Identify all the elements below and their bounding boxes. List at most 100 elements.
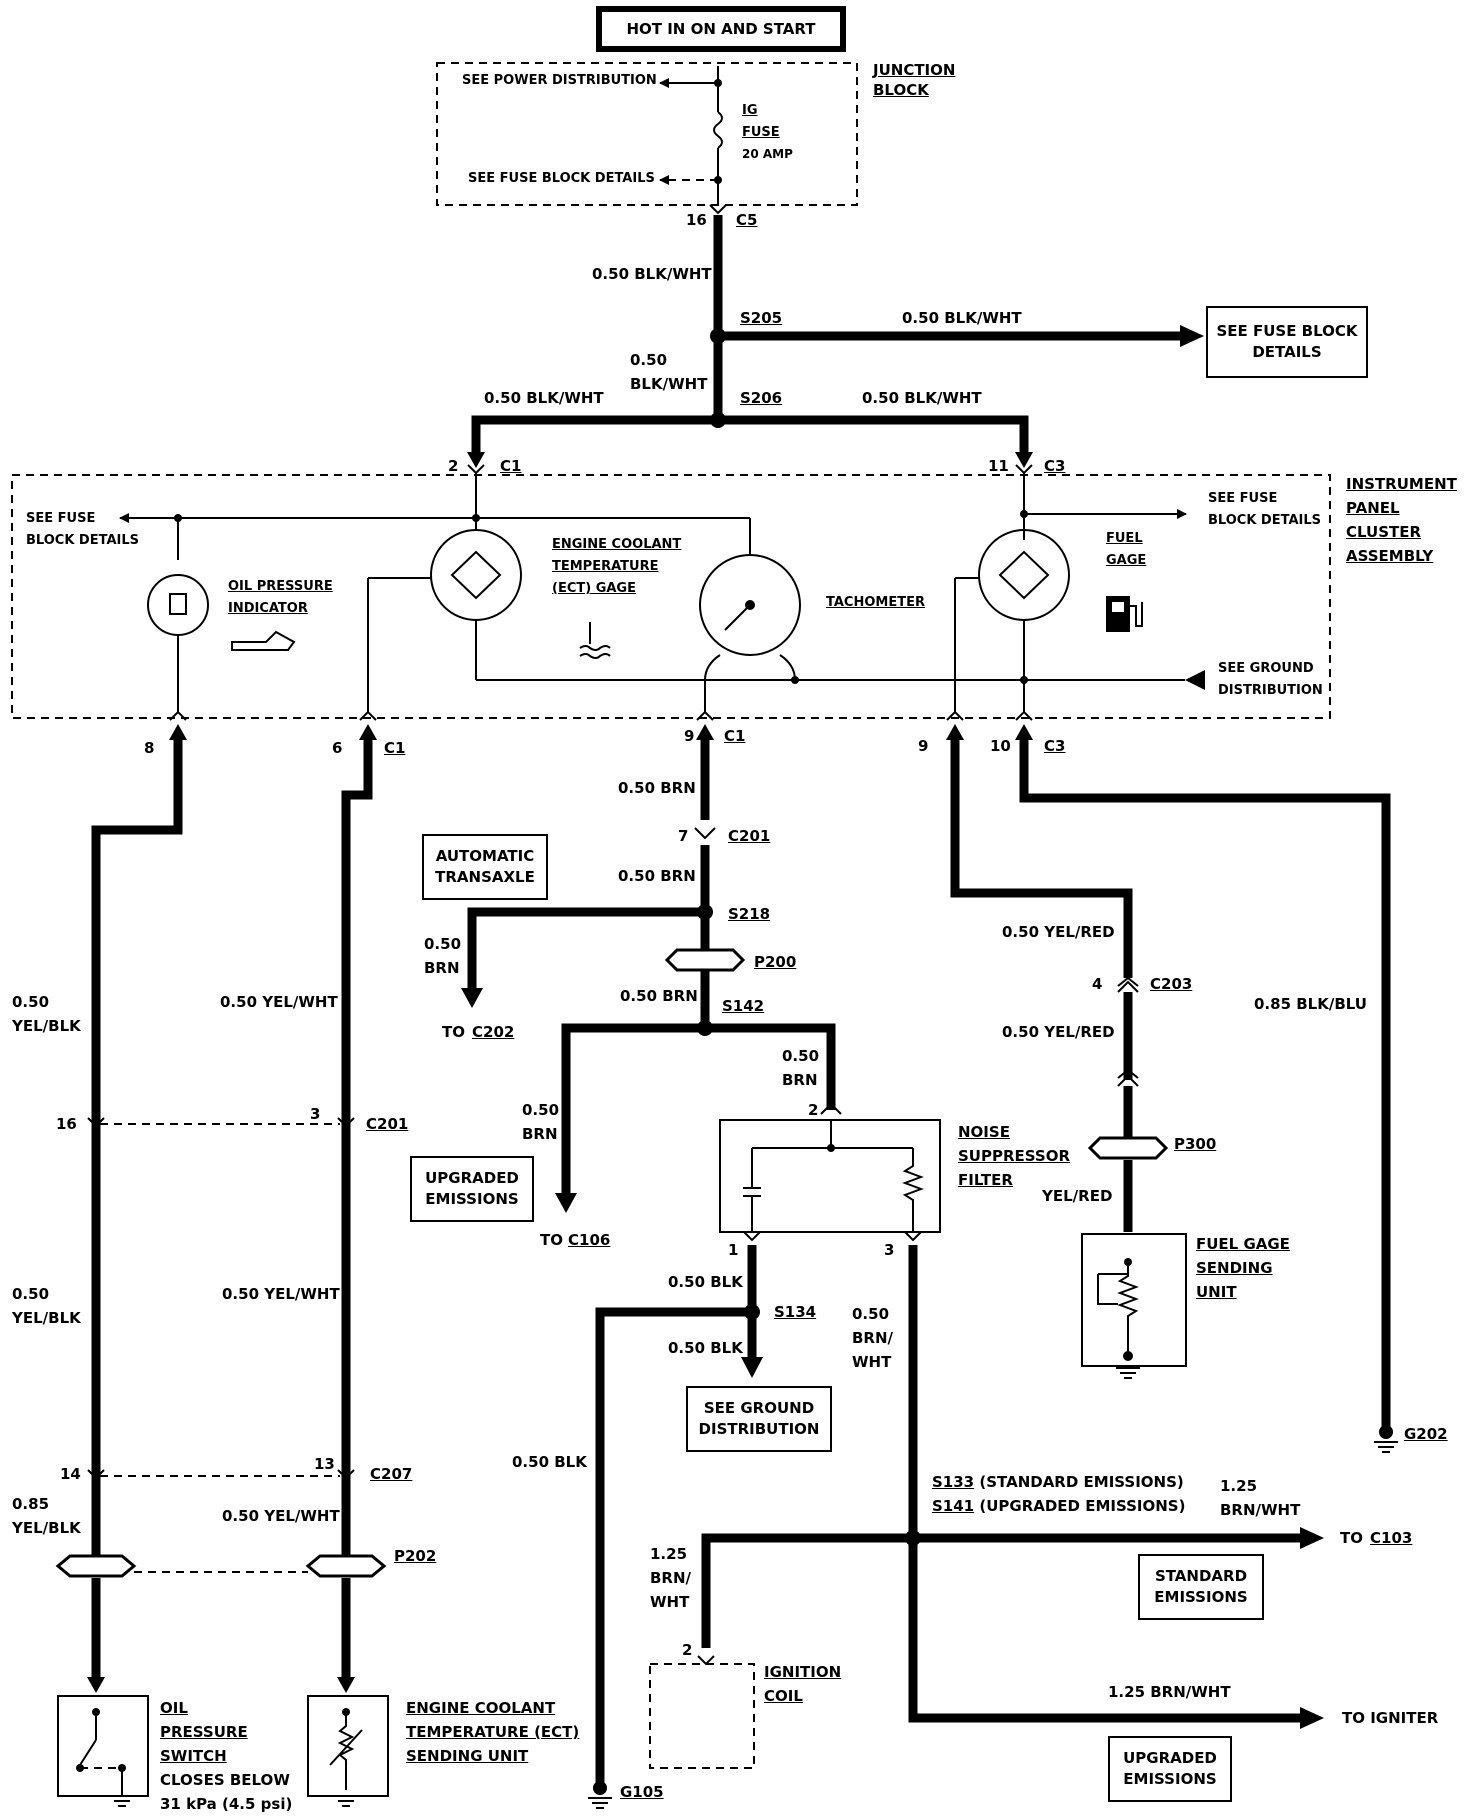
noise-pin3: 3 bbox=[884, 1241, 895, 1259]
title-box: HOT IN ON AND START bbox=[596, 6, 846, 52]
noise-filter-2: SUPPRESSOR bbox=[958, 1147, 1071, 1165]
s133-text: (STANDARD EMISSIONS) bbox=[979, 1473, 1184, 1491]
ect-gage-3: (ECT) GAGE bbox=[552, 581, 636, 596]
s205-label: S205 bbox=[740, 309, 783, 327]
to-c202-prefix: TO bbox=[442, 1023, 465, 1041]
wire-label-brnwht-3b: BRN/ bbox=[650, 1569, 692, 1587]
wire-label-yelblk-1a: 0.50 bbox=[12, 993, 50, 1011]
c1-top-pin: 2 bbox=[448, 457, 459, 475]
s134-label: S134 bbox=[774, 1303, 817, 1321]
wire-label-yelblk-3b: YEL/BLK bbox=[12, 1519, 81, 1537]
wire-label-blk-2: 0.50 BLK bbox=[668, 1339, 743, 1357]
p300-label: P300 bbox=[1174, 1135, 1217, 1153]
cluster-label-4: ASSEMBLY bbox=[1346, 547, 1434, 565]
see-ground-2: DISTRIBUTION bbox=[1218, 683, 1323, 698]
s133-label: S133 bbox=[932, 1473, 975, 1491]
p200-label: P200 bbox=[754, 953, 797, 971]
c207-label: C207 bbox=[370, 1465, 413, 1483]
wire-label-brn-c202-1: 0.50 bbox=[424, 935, 462, 953]
s141-label: S141 bbox=[932, 1497, 975, 1515]
c203-pin: 4 bbox=[1092, 975, 1103, 993]
wire-label-s205-right: 0.50 BLK/WHT bbox=[902, 309, 1022, 327]
oil-switch-1: OIL bbox=[160, 1699, 188, 1717]
wire-label-s206-left: 0.50 BLK/WHT bbox=[484, 389, 604, 407]
wire-label-yelblk-2a: 0.50 bbox=[12, 1285, 50, 1303]
c3-top-pin: 11 bbox=[988, 457, 1009, 475]
oil-switch-3: SWITCH bbox=[160, 1747, 227, 1765]
oil-switch-note-1: CLOSES BELOW bbox=[160, 1771, 290, 1789]
noise-pin1: 1 bbox=[728, 1241, 739, 1259]
see-fuse-left-2: BLOCK DETAILS bbox=[26, 533, 139, 548]
wire-label-brn-2: 0.50 BRN bbox=[618, 867, 696, 885]
ignition-coil-2: COIL bbox=[764, 1687, 803, 1705]
cluster-outline bbox=[11, 474, 1331, 719]
fuse-label-fuse: FUSE bbox=[742, 125, 780, 140]
oil-switch-note-2: 31 kPa (4.5 psi) bbox=[160, 1795, 293, 1813]
c3-pin10: 10 bbox=[990, 737, 1011, 755]
wire-label-brnwht-1c: WHT bbox=[852, 1353, 892, 1371]
cluster-label-2: PANEL bbox=[1346, 499, 1400, 517]
c3-pin9: 9 bbox=[918, 737, 929, 755]
wire-label-brnwht-3a: 1.25 bbox=[650, 1545, 688, 1563]
wire-label-yelred-3: YEL/RED bbox=[1042, 1187, 1113, 1205]
wire-label-blk-3: 0.50 BLK bbox=[512, 1453, 587, 1471]
see-ground-distribution-box: SEE GROUND DISTRIBUTION bbox=[686, 1386, 832, 1452]
c1-pin8: 8 bbox=[144, 739, 155, 757]
c203-label: C203 bbox=[1150, 975, 1193, 993]
wire-label-c5: 0.50 BLK/WHT bbox=[592, 265, 712, 283]
wire-label-brn-noise-2: BRN bbox=[782, 1071, 818, 1089]
upgraded-emissions-box-2: UPGRADED EMISSIONS bbox=[1108, 1736, 1232, 1802]
oil-indicator-1: OIL PRESSURE bbox=[228, 579, 333, 594]
see-fuse-block-details-jb: SEE FUSE BLOCK DETAILS bbox=[468, 171, 655, 186]
wire-yel-wht bbox=[341, 740, 373, 1555]
s142-label: S142 bbox=[722, 997, 765, 1015]
oil-indicator-2: INDICATOR bbox=[228, 601, 308, 616]
see-ground-1: SEE GROUND bbox=[1218, 661, 1314, 676]
wire-label-yelwht-3: 0.50 YEL/WHT bbox=[222, 1507, 340, 1525]
g105-label: G105 bbox=[620, 1783, 664, 1801]
to-c103-label: C103 bbox=[1370, 1529, 1413, 1547]
wire-label-brnwht-1b: BRN/ bbox=[852, 1329, 894, 1347]
to-c202-label: C202 bbox=[472, 1023, 515, 1041]
wire-blk-g105 bbox=[595, 1307, 752, 1785]
wire-label-brn-noise-1: 0.50 bbox=[782, 1047, 820, 1065]
wire-label-yelwht-1: 0.50 YEL/WHT bbox=[220, 993, 338, 1011]
fuse-label-ig: IG bbox=[742, 103, 758, 118]
wire-label-s206-right: 0.50 BLK/WHT bbox=[862, 389, 982, 407]
wire-label-yelred-1: 0.50 YEL/RED bbox=[1002, 923, 1115, 941]
wire-label-brnwht-1a: 0.50 bbox=[852, 1305, 890, 1323]
fuel-gage-2: GAGE bbox=[1106, 553, 1147, 568]
s141-text: (UPGRADED EMISSIONS) bbox=[979, 1497, 1186, 1515]
s206-label: S206 bbox=[740, 389, 783, 407]
c3-bottom-label: C3 bbox=[1044, 737, 1066, 755]
fuse-rating: 20 AMP bbox=[742, 147, 793, 161]
c1-top-label: C1 bbox=[500, 457, 522, 475]
c201-left-label: C201 bbox=[366, 1115, 409, 1133]
wire-label-brn-3: 0.50 BRN bbox=[620, 987, 698, 1005]
c201-label: C201 bbox=[728, 827, 771, 845]
see-fuse-right-1: SEE FUSE bbox=[1208, 491, 1278, 506]
fuel-sending-2: SENDING bbox=[1196, 1259, 1273, 1277]
wire-label-blkblu: 0.85 BLK/BLU bbox=[1254, 995, 1367, 1013]
wire-label-yelblk-3a: 0.85 bbox=[12, 1495, 50, 1513]
see-fuse-left-1: SEE FUSE bbox=[26, 511, 96, 526]
see-fuse-block-box: SEE FUSE BLOCK DETAILS bbox=[1206, 306, 1368, 378]
junction-block-label: JUNCTION BLOCK bbox=[873, 61, 956, 100]
to-c103-prefix: TO bbox=[1340, 1529, 1363, 1547]
wire-label-yelwht-2: 0.50 YEL/WHT bbox=[222, 1285, 340, 1303]
oil-switch-2: PRESSURE bbox=[160, 1723, 248, 1741]
s218-label: S218 bbox=[728, 905, 771, 923]
c1-mid-label: C1 bbox=[724, 727, 746, 745]
wire-label-blk-1: 0.50 BLK bbox=[668, 1273, 743, 1291]
c201-pin16: 16 bbox=[56, 1115, 77, 1133]
p202-label: P202 bbox=[394, 1547, 437, 1565]
wire-yel-blk bbox=[91, 740, 183, 1555]
fuel-gage-1: FUEL bbox=[1106, 531, 1143, 546]
automatic-transaxle-box: AUTOMATIC TRANSAXLE bbox=[422, 834, 548, 900]
ect-sending-2: TEMPERATURE (ECT) bbox=[406, 1723, 580, 1741]
wire-label-yelblk-1b: YEL/BLK bbox=[12, 1017, 81, 1035]
c1-pin9: 9 bbox=[684, 727, 695, 745]
cluster-label-3: CLUSTER bbox=[1346, 523, 1422, 541]
wire-label-s206-top-2: BLK/WHT bbox=[630, 375, 708, 393]
